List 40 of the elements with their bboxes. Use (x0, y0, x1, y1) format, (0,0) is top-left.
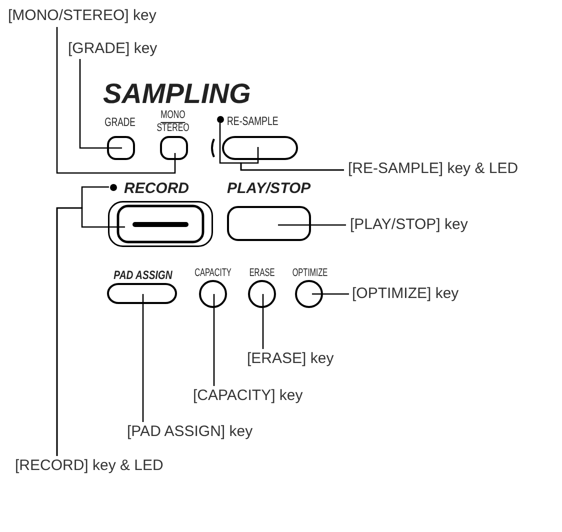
round-key-button (295, 280, 323, 308)
key-button (209, 136, 298, 160)
leader-line (56, 27, 176, 174)
callout-label: [ERASE] key (247, 350, 334, 368)
key-label: ERASE (249, 268, 275, 279)
key-button (107, 136, 135, 160)
key-label: RE-SAMPLE (227, 115, 278, 127)
callout-label: [PAD ASSIGN] key (127, 423, 253, 441)
callout-label: [OPTIMIZE] key (352, 285, 459, 303)
leader-line (142, 294, 144, 422)
key-label: STEREO (156, 123, 190, 134)
callout-label: [MONO/STEREO] key (8, 7, 156, 25)
leader-line (262, 294, 264, 349)
leader-line (213, 294, 215, 386)
key-button (107, 283, 177, 304)
leader-line (312, 293, 349, 295)
callout-label: [GRADE] key (68, 40, 158, 58)
leader-line (56, 207, 125, 456)
key-button (160, 136, 188, 160)
leader-line (278, 224, 346, 226)
key-button (108, 201, 213, 247)
callout-label: [RECORD] key & LED (15, 457, 164, 475)
key-label: CAPACITY (194, 268, 232, 279)
callout-label: [CAPACITY] key (193, 387, 303, 405)
leader-line (240, 147, 344, 171)
leader-line (79, 59, 122, 149)
key-label: PAD ASSIGN (114, 269, 172, 281)
key-button (227, 206, 311, 241)
round-key-button (199, 280, 227, 308)
led-indicator (216, 116, 224, 122)
callout-label: [RE-SAMPLE] key & LED (348, 160, 518, 178)
key-label: OPTIMIZE (292, 268, 328, 279)
key-label: RECORD (124, 181, 190, 196)
key-label: MONO (160, 110, 186, 123)
round-key-button (248, 280, 276, 308)
key-label: PLAY/STOP (227, 181, 311, 196)
callout-label: [PLAY/STOP] key (350, 216, 468, 234)
key-label: GRADE (104, 116, 136, 128)
section-heading: SAMPLING (103, 80, 251, 108)
led-indicator (110, 184, 116, 190)
